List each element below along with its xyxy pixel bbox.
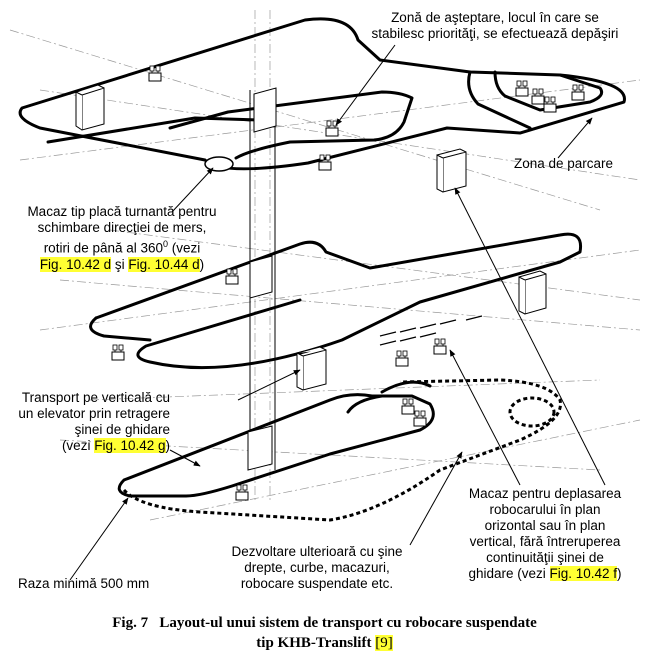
future-extension-track bbox=[122, 378, 562, 522]
ref-citation-9[interactable]: [9] bbox=[375, 635, 393, 651]
switch-plan-label: Macaz pentru deplasarea robocarului în p… bbox=[468, 486, 622, 581]
waiting-zone-label: Zonă de aşteptare, locul în care se stab… bbox=[371, 10, 619, 41]
elevator-icon bbox=[75, 84, 547, 471]
ref-fig-10-44-d[interactable]: Fig. 10.44 d bbox=[128, 256, 200, 272]
turntable-switch-label: Macaz tip placă turnantă pentru schimbar… bbox=[27, 204, 217, 272]
figure-caption-line2: tip KHB-Translift [9] bbox=[256, 635, 393, 651]
ref-fig-10-42-d[interactable]: Fig. 10.42 d bbox=[39, 256, 112, 272]
figure-title: Layout-ul unui sistem de transport cu ro… bbox=[159, 615, 537, 631]
bottom-level-track bbox=[117, 380, 435, 498]
rail-switch-icon bbox=[379, 315, 483, 346]
turntable-icon bbox=[204, 156, 234, 172]
future-development-label: Dezvoltare ulterioară cu şine drepte, cu… bbox=[231, 544, 403, 591]
ref-fig-10-42-f[interactable]: Fig. 10.42 f bbox=[549, 566, 618, 581]
figure-number: Fig. 7 bbox=[112, 615, 149, 631]
ref-fig-10-42-g[interactable]: Fig. 10.42 g bbox=[94, 438, 166, 453]
middle-level-track bbox=[89, 232, 583, 370]
parking-zone-label: Zona de parcare bbox=[514, 156, 614, 171]
figure-caption: Fig. 7 Layout-ul unui sistem de transpor… bbox=[0, 614, 649, 633]
top-level-track bbox=[18, 17, 626, 171]
vertical-transport-label: Transport pe verticală cu un elevator pr… bbox=[18, 390, 170, 453]
callout-arrows bbox=[69, 44, 606, 581]
min-radius-label: Raza minimă 500 mm bbox=[18, 576, 150, 591]
